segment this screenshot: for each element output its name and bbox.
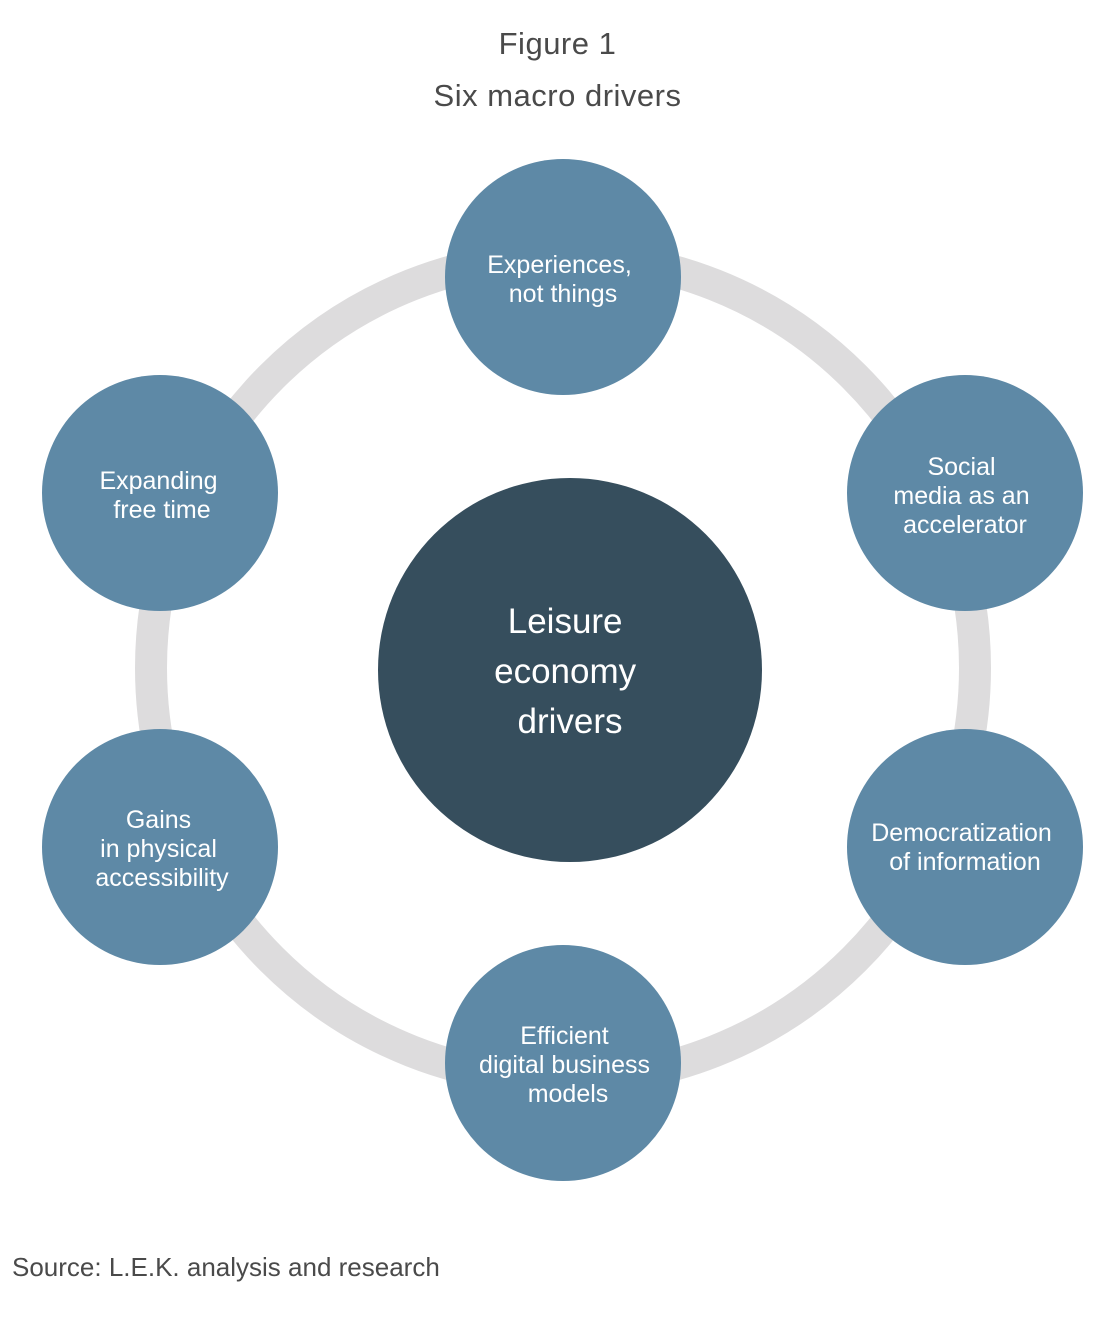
driver-label-line: free time (113, 496, 210, 524)
driver-circle (445, 945, 681, 1181)
driver-circle (445, 159, 681, 395)
driver-label-line: Experiences, (487, 251, 632, 279)
driver-label-line: in physical (100, 835, 217, 863)
driver-label-line: digital business (479, 1051, 650, 1079)
driver-node-digital-business: Efficient digital business models (445, 945, 681, 1181)
driver-label-line: Social (927, 453, 995, 481)
driver-node-democratization: Democratization of information (847, 729, 1083, 965)
driver-label-line: Expanding (99, 467, 217, 495)
source-note: Source: L.E.K. analysis and research (12, 1252, 440, 1282)
driver-label-line: media as an (893, 482, 1029, 510)
driver-label-line: Efficient (520, 1022, 609, 1050)
center-label-line: economy (494, 652, 637, 691)
driver-circle (42, 375, 278, 611)
driver-label: Gains in physical accessibility (95, 806, 229, 892)
figure-title: Figure 1 (498, 26, 617, 61)
figure-subtitle: Six macro drivers (433, 78, 682, 113)
driver-node-social-media: Social media as an accelerator (847, 375, 1083, 611)
driver-label-line: models (528, 1080, 609, 1108)
driver-circle (42, 729, 278, 965)
driver-label: Experiences, not things (487, 251, 638, 308)
driver-label: Social media as an accelerator (893, 453, 1036, 539)
driver-label-line: of information (889, 848, 1040, 876)
driver-circle (847, 375, 1083, 611)
driver-node-experiences: Experiences, not things (445, 159, 681, 395)
driver-label-line: Gains (126, 806, 191, 834)
driver-label: Expanding free time (99, 467, 224, 524)
center-label: Leisure economy drivers (494, 602, 646, 741)
driver-label: Democratization of information (871, 819, 1059, 876)
center-label-line: drivers (517, 702, 622, 741)
driver-circle (847, 729, 1083, 965)
driver-label: Efficient digital business models (479, 1022, 657, 1108)
driver-node-free-time: Expanding free time (42, 375, 278, 611)
driver-label-line: not things (509, 280, 617, 308)
center-label-line: Leisure (508, 602, 623, 641)
driver-label-line: accelerator (903, 511, 1027, 539)
driver-label-line: Democratization (871, 819, 1052, 847)
center-circle (378, 478, 762, 862)
driver-label-line: accessibility (95, 864, 229, 892)
driver-node-physical-accessibility: Gains in physical accessibility (42, 729, 278, 965)
center-node: Leisure economy drivers (378, 478, 762, 862)
